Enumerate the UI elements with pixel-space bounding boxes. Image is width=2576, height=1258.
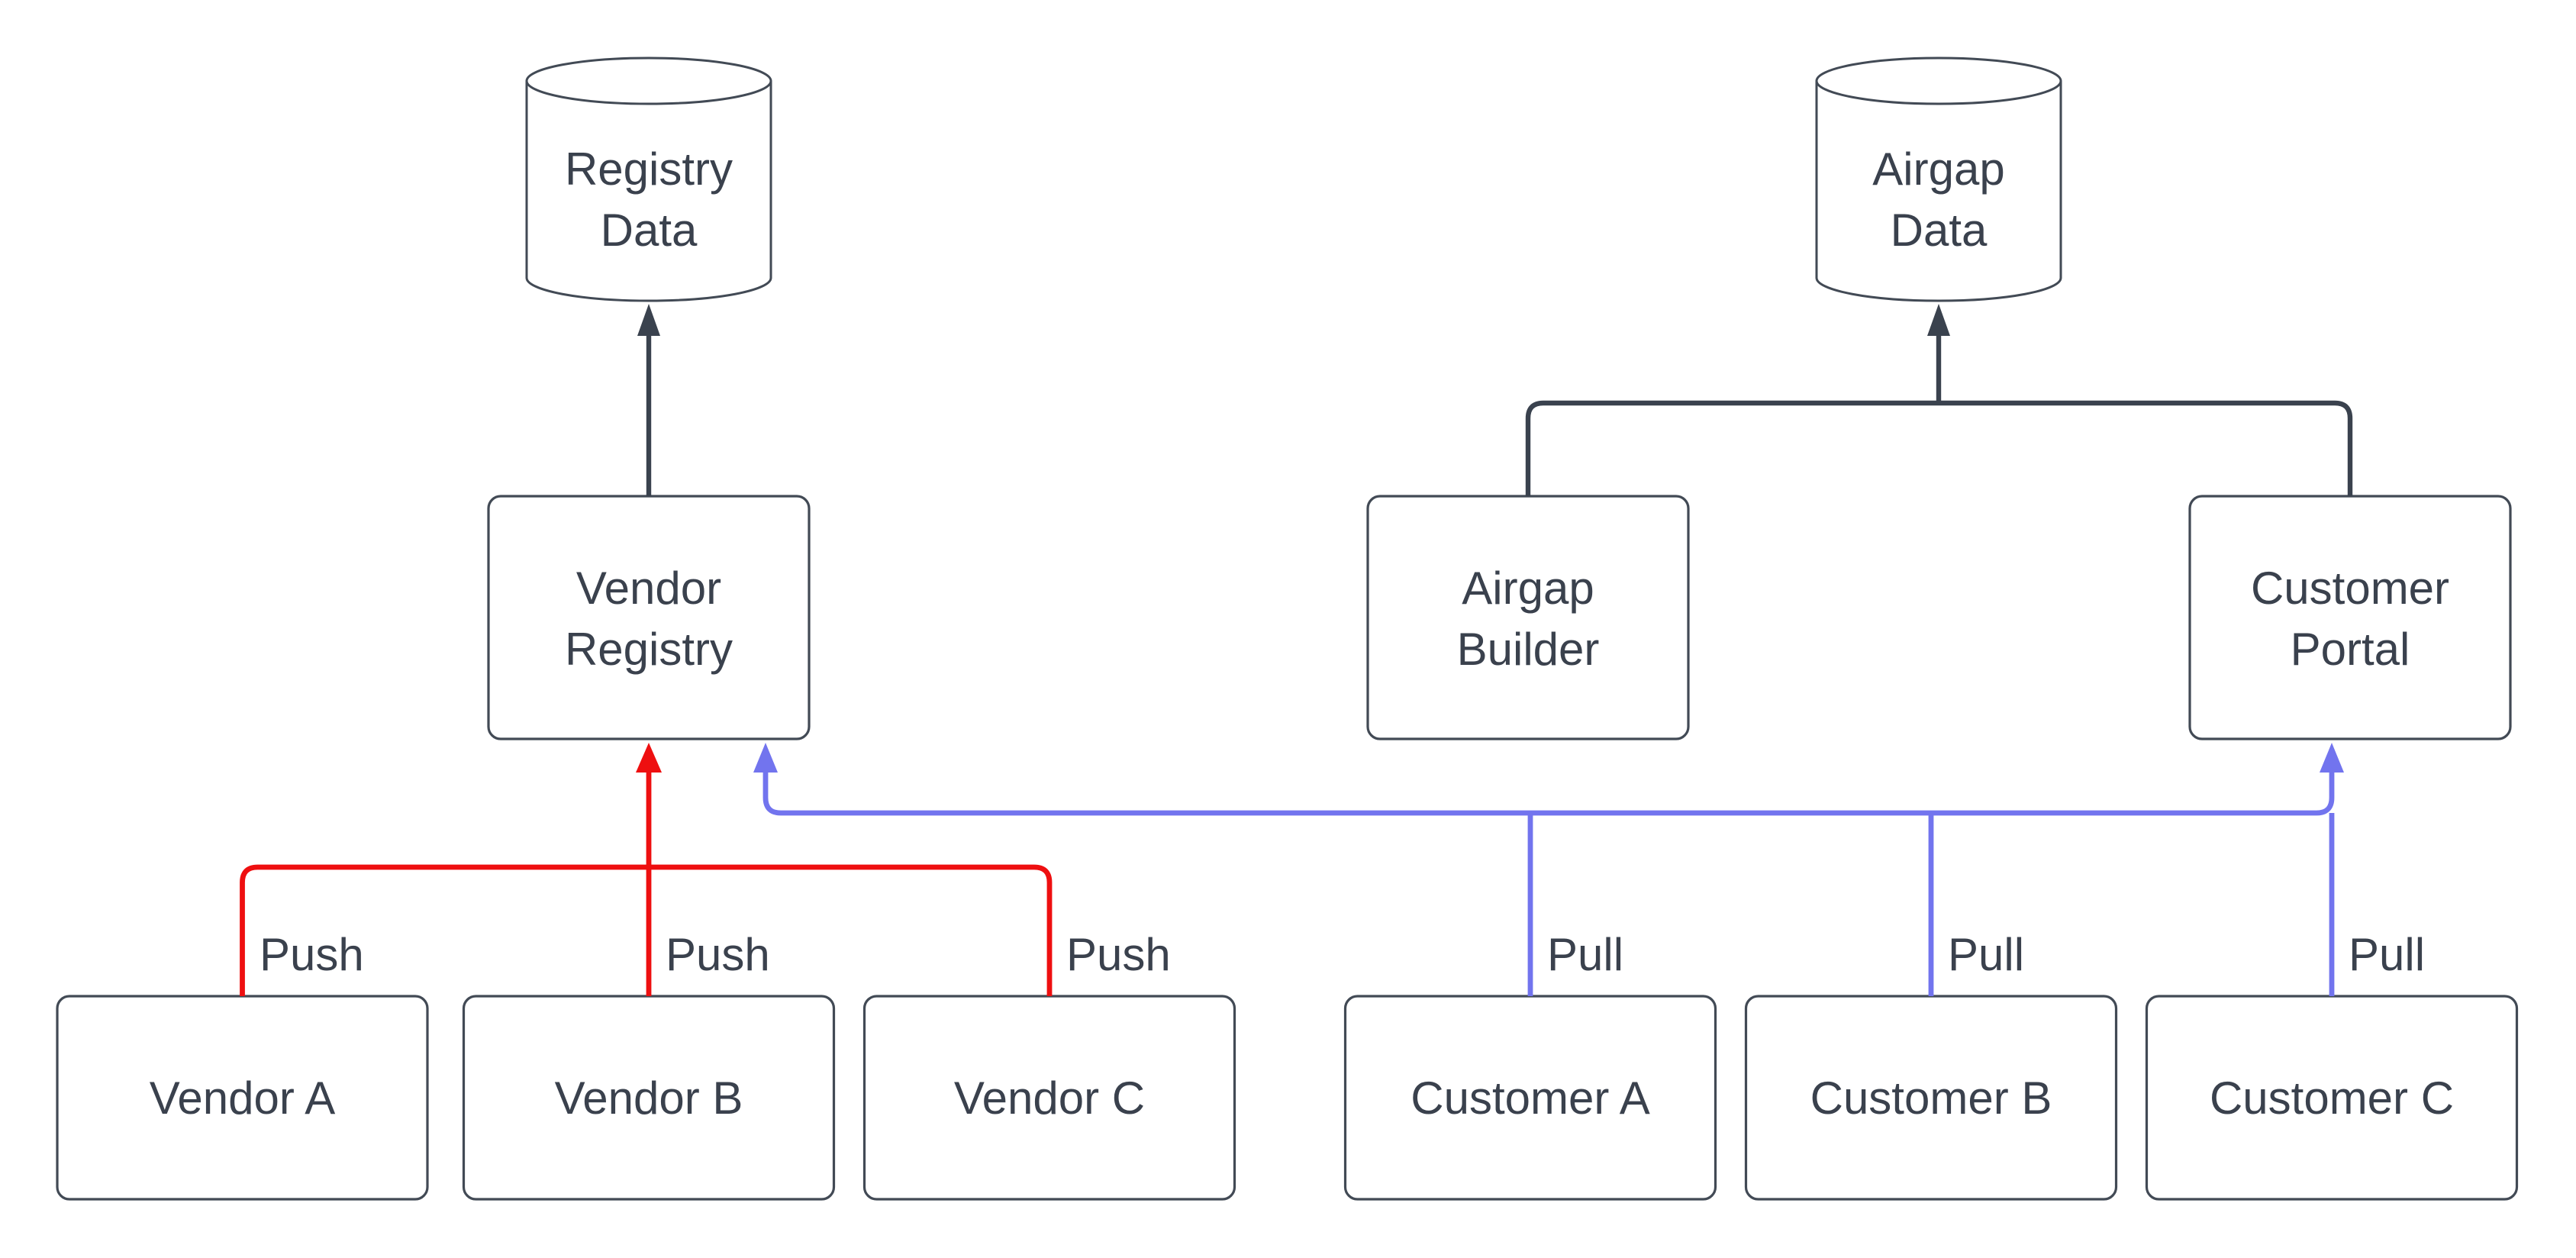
datastore-registry-label-line1: Registry: [565, 144, 733, 195]
node-airgap-builder: Airgap Builder: [1366, 495, 1690, 740]
push-label-vendor-a: Push: [260, 929, 364, 980]
datastore-airgap-label-line2: Data: [1891, 205, 1988, 256]
push-label-vendor-b: Push: [666, 929, 770, 980]
node-vendor-c: Vendor C: [862, 995, 1236, 1201]
database-cylinder-shape: [525, 81, 772, 302]
pull-label-customer-a: Pull: [1547, 929, 1623, 980]
node-vendor-b: Vendor B: [462, 995, 836, 1201]
database-cylinder-top: [525, 56, 772, 105]
customer-b-label: Customer B: [1810, 1073, 2052, 1124]
node-customer-a: Customer A: [1343, 995, 1717, 1201]
customer-portal-label-line1: Customer: [2251, 563, 2449, 614]
node-box: [1366, 495, 1690, 740]
pull-label-customer-b: Pull: [1948, 929, 2024, 980]
arrowhead-up: [637, 304, 660, 336]
datastore-registry-data: Registry Data: [525, 56, 772, 302]
airgap-builder-label-line2: Builder: [1457, 624, 1600, 675]
arrowhead-up: [753, 743, 778, 773]
pull-label-customer-c: Pull: [2349, 929, 2425, 980]
airgap-builder-label-line1: Airgap: [1462, 563, 1594, 614]
node-box: [487, 495, 811, 740]
vendor-b-label: Vendor B: [555, 1073, 743, 1124]
datastore-registry-label-line2: Data: [601, 205, 698, 256]
vendor-a-label: Vendor A: [150, 1073, 336, 1124]
customer-c-label: Customer C: [2210, 1073, 2454, 1124]
node-box: [2188, 495, 2512, 740]
node-customer-c: Customer C: [2145, 995, 2519, 1201]
push-label-vendor-c: Push: [1066, 929, 1171, 980]
edge-builder-and-portal-to-airgap-data: [1525, 304, 2353, 496]
edge-vendor-registry-to-registry-data: [637, 304, 660, 496]
datastore-airgap-data: Airgap Data: [1815, 56, 2062, 302]
arrowhead-up: [2320, 743, 2344, 773]
node-customer-b: Customer B: [1744, 995, 2118, 1201]
customer-a-label: Customer A: [1411, 1073, 1649, 1124]
node-vendor-a: Vendor A: [56, 995, 429, 1201]
vendor-c-label: Vendor C: [954, 1073, 1145, 1124]
node-vendor-registry: Vendor Registry: [487, 495, 811, 740]
datastore-airgap-label-line1: Airgap: [1872, 144, 2004, 195]
customer-portal-label-line2: Portal: [2291, 624, 2410, 675]
arrowhead-up: [636, 743, 662, 773]
node-customer-portal: Customer Portal: [2188, 495, 2512, 740]
edge-customers-pull-bus: [753, 743, 2344, 996]
vendor-registry-label-line2: Registry: [565, 624, 733, 675]
arrowhead-up: [1927, 304, 1950, 336]
edge-vendors-push-bus: [240, 743, 1053, 996]
database-cylinder-top: [1815, 56, 2062, 105]
vendor-registry-label-line1: Vendor: [576, 563, 721, 614]
database-cylinder-shape: [1815, 81, 2062, 302]
